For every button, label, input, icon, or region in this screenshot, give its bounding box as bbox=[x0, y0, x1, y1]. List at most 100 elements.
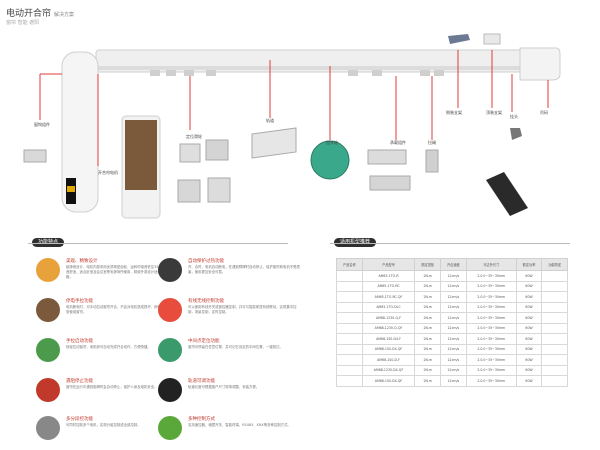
table-cell bbox=[336, 312, 363, 324]
table-cell: 60W bbox=[515, 280, 543, 292]
feature-item: 遇阻停止功能 窗帘在运行中遇到阻碍时会自动停止，保护人身及电机安全。 bbox=[36, 378, 186, 408]
table-cell: 2.0.0~35~30mm bbox=[465, 375, 517, 387]
feature-icon bbox=[158, 416, 182, 440]
features-header: 功能特点 bbox=[32, 238, 65, 247]
table-cell: AM65-1TO-R bbox=[361, 270, 416, 282]
table-cell: AM68-1S0-D4-QF bbox=[361, 375, 416, 387]
rail-track bbox=[96, 66, 536, 70]
table-cell: 2.0.0~35~30mm bbox=[465, 354, 517, 366]
feature-item: 多分段控功能 可同时控制多个电机，实现分组控制或全部控制。 bbox=[36, 416, 186, 446]
label-gear: 承载组件 bbox=[390, 140, 406, 145]
table-cell bbox=[336, 291, 363, 303]
table-cell bbox=[336, 322, 363, 334]
table-cell: 60W bbox=[515, 364, 543, 376]
feature-item: 多种控制方式 支持遥控器、墙壁开关、智能终端、RS485、KNX等多种控制方式。 bbox=[158, 416, 308, 446]
rail-section-part bbox=[251, 127, 297, 159]
table-cell: 2.0.0~35~30mm bbox=[465, 312, 517, 324]
table-cell: AM68-1S0-D4-QF bbox=[361, 343, 416, 355]
bracket-part-1 bbox=[367, 149, 407, 165]
table-cell: 60W bbox=[515, 375, 543, 387]
table-cell: AM68-1230-D4-QF bbox=[361, 364, 416, 376]
table-cell: 2.0.0~35~30mm bbox=[465, 301, 517, 313]
table-cell: 2N.m bbox=[414, 333, 442, 345]
table-cell: 12cm/s bbox=[440, 333, 467, 345]
feature-icon bbox=[36, 258, 60, 282]
table-cell bbox=[541, 291, 568, 303]
table-cell: 2.0.0~35~30mm bbox=[465, 364, 517, 376]
table-cell: 2N.m bbox=[414, 322, 442, 334]
table-cell: 12cm/s bbox=[440, 291, 467, 303]
table-cell: 60W bbox=[515, 312, 543, 324]
page-title: 电动开合帘解决方案 bbox=[6, 9, 75, 19]
table-cell: 2N.m bbox=[414, 364, 442, 376]
table-cell: AM65-1TO-DLC bbox=[361, 301, 416, 313]
table-cell: 12cm/s bbox=[440, 364, 467, 376]
table-cell bbox=[541, 270, 568, 282]
gear-part-2 bbox=[205, 139, 229, 161]
feature-icon bbox=[36, 378, 60, 402]
table-cell: 12cm/s bbox=[440, 343, 467, 355]
feature-icon bbox=[158, 338, 182, 362]
feature-item: 有线无线控制功能 可以使用有线开关或遥控器控制，并可与智能家居系统联动，实现集中… bbox=[158, 298, 308, 328]
spec-table-header-row: 产品名称 产品型号 额定扭矩 开合速度 马达外尺寸 额定功率 功能简述 bbox=[336, 258, 568, 271]
table-cell: 60W bbox=[515, 301, 543, 313]
table-cell bbox=[336, 343, 363, 355]
hook-head-part bbox=[510, 128, 522, 140]
gear-part-1 bbox=[179, 143, 201, 163]
spec-col-header: 开合速度 bbox=[440, 258, 467, 271]
label-rail: 轨道 bbox=[266, 118, 274, 123]
table-cell: 2.0.0~35~30mm bbox=[465, 270, 517, 282]
table-cell: 2N.m bbox=[414, 291, 442, 303]
label-pulley: 回头轮 bbox=[326, 140, 338, 145]
table-cell bbox=[336, 375, 363, 387]
label-motor: 开合帘电机 bbox=[98, 170, 118, 175]
table-cell: 12cm/s bbox=[440, 280, 467, 292]
table-cell: 2.0.0~35~30mm bbox=[465, 291, 517, 303]
spec-col-header: 马达外尺寸 bbox=[465, 258, 517, 271]
table-cell: AM68-1S0-D-F bbox=[361, 354, 416, 366]
spec-col-header: 额定功率 bbox=[515, 258, 543, 271]
table-cell bbox=[336, 333, 363, 345]
table-cell bbox=[336, 301, 363, 313]
ceiling-bracket-part bbox=[448, 34, 470, 44]
hook-part bbox=[23, 149, 47, 163]
side-bracket-part bbox=[483, 33, 501, 45]
table-cell bbox=[541, 375, 568, 387]
feature-icon bbox=[158, 258, 182, 282]
table-cell bbox=[541, 322, 568, 334]
table-cell: 2N.m bbox=[414, 375, 442, 387]
features-divider bbox=[28, 243, 288, 244]
table-cell: 60W bbox=[515, 354, 543, 366]
table-cell bbox=[336, 354, 363, 366]
table-cell: 12cm/s bbox=[440, 322, 467, 334]
table-cell: 2.0.0~35~30mm bbox=[465, 343, 517, 355]
table-cell bbox=[541, 333, 568, 345]
table-cell: 60W bbox=[515, 343, 543, 355]
spec-divider bbox=[330, 243, 570, 244]
page-subtitle: 窗帘 智能 遮阳 bbox=[6, 20, 40, 26]
table-cell: 12cm/s bbox=[440, 312, 467, 324]
feature-item: 手拉启动功能 轻轻拉动窗帘，电机即可自动完成开合动作，方便快捷。 bbox=[36, 338, 186, 368]
rail-end-cap bbox=[519, 47, 561, 81]
table-cell: 2.0.0~35~30mm bbox=[465, 333, 517, 345]
spec-col-header: 产品型号 bbox=[361, 258, 416, 271]
bracket-part-2 bbox=[369, 175, 411, 191]
table-cell: 60W bbox=[515, 333, 543, 345]
table-cell: AM65-1TO-RC-QF bbox=[361, 291, 416, 303]
table-cell: 2N.m bbox=[414, 354, 442, 366]
feature-item: 停电手拉功能 电机断电时，可手动拉动窗帘开合，不会对电机造成损坏，即使停电也可正… bbox=[36, 298, 186, 328]
table-cell: AM68-1230-Q-F bbox=[361, 312, 416, 324]
feature-item: 轨道可调功能 轨道长度可根据窗户尺寸现场调整，安装方便。 bbox=[158, 378, 308, 408]
controller-panel bbox=[125, 120, 157, 190]
table-cell bbox=[541, 364, 568, 376]
curtain-rail-diagram bbox=[23, 33, 561, 219]
feature-item: 中间点定位功能 窗帘可停留在任意位置，并可记忆设定的中间位置，一键到达。 bbox=[158, 338, 308, 368]
table-cell: AM68-1230-Q-QF bbox=[361, 322, 416, 334]
